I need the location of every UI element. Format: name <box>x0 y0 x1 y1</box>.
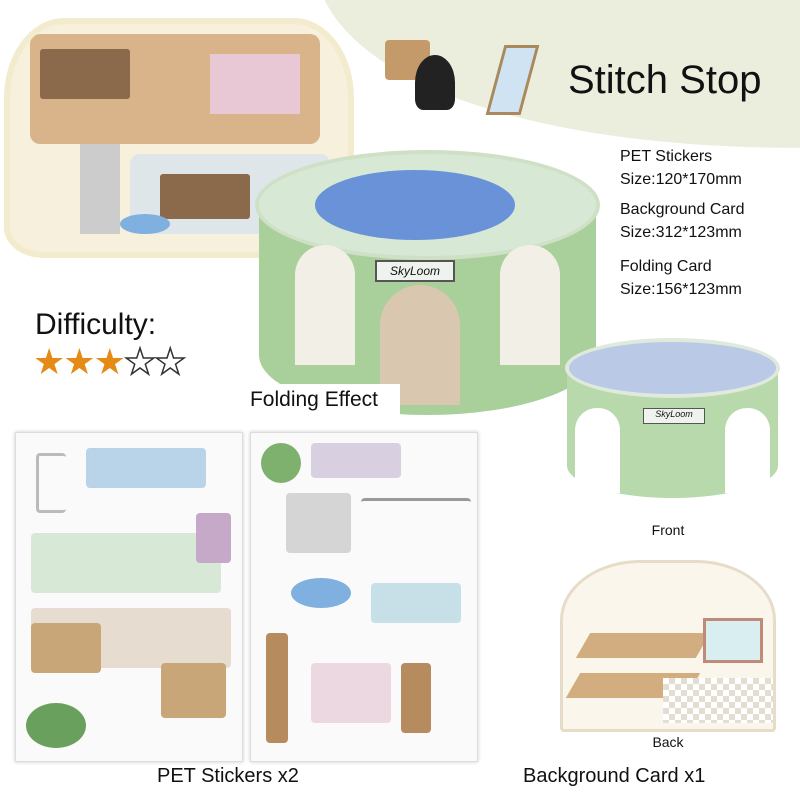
decor-stickers <box>371 583 461 623</box>
round-table-sticker <box>31 623 101 673</box>
girl-character <box>415 55 455 110</box>
spec-name: Background Card <box>620 201 745 218</box>
stairs-sticker <box>286 493 351 553</box>
front-label: Front <box>651 522 685 538</box>
spec-name: Folding Card <box>620 258 712 275</box>
display-counter <box>160 174 250 219</box>
folding-effect-label: Folding Effect <box>228 384 400 416</box>
flower-window <box>703 618 763 663</box>
store-roof <box>565 338 780 398</box>
background-card-count-label: Background Card x1 <box>523 765 706 787</box>
spec-size: Size:156*123mm <box>620 281 742 298</box>
mannequin-stickers <box>31 533 221 593</box>
star-filled-icon: ★ <box>33 341 65 382</box>
star-empty-icon: ★ <box>153 341 187 383</box>
spec-size: Size:312*123mm <box>620 224 742 241</box>
railing-sticker <box>36 453 66 513</box>
ladder-shelf-sticker <box>266 633 288 743</box>
spec-size: Size:120*170mm <box>620 171 742 188</box>
back-view-card <box>560 560 776 732</box>
product-title: Stitch Stop <box>568 58 762 102</box>
front-view-store: SkyLoom <box>565 338 780 503</box>
butterfly-pond <box>315 170 515 240</box>
pet-stickers-count-label: PET Stickers x2 <box>157 765 299 787</box>
store-sign: SkyLoom <box>643 408 705 424</box>
star-filled-icon: ★ <box>93 341 126 382</box>
shop-interior-illustration <box>4 18 354 258</box>
upper-shelf <box>575 633 711 658</box>
rug <box>120 214 170 234</box>
rug-sticker <box>291 578 351 608</box>
spec-name: PET Stickers <box>620 148 713 165</box>
ladder-shelf-sticker <box>401 663 431 733</box>
counter-sticker <box>161 663 226 718</box>
difficulty-rating: ★★★★★ <box>33 341 187 383</box>
wall-art <box>210 54 300 114</box>
store-window-left <box>575 408 620 493</box>
star-filled-icon: ★ <box>63 341 95 382</box>
back-label: Back <box>652 734 684 750</box>
clothes-rack <box>40 49 130 99</box>
dress-stickers <box>86 448 206 488</box>
shelf-stickers <box>311 443 401 478</box>
sticker-sheet-1 <box>15 432 243 762</box>
painting-sticker <box>196 513 231 563</box>
vine-sticker <box>261 443 301 483</box>
checkered-floor <box>663 678 773 723</box>
store-window-right <box>500 245 560 365</box>
store-sign: SkyLoom <box>375 260 455 282</box>
sticker-sheet-2 <box>250 432 478 762</box>
small-item-stickers <box>311 663 391 723</box>
difficulty-label: Difficulty: <box>35 308 157 341</box>
stairs <box>80 144 120 234</box>
plant-stickers <box>26 703 86 748</box>
railing-sticker <box>361 498 471 533</box>
store-window-left <box>295 245 355 365</box>
store-window-right <box>725 408 770 493</box>
folded-round-store: SkyLoom <box>255 150 600 420</box>
star-empty-icon: ★ <box>123 341 157 383</box>
